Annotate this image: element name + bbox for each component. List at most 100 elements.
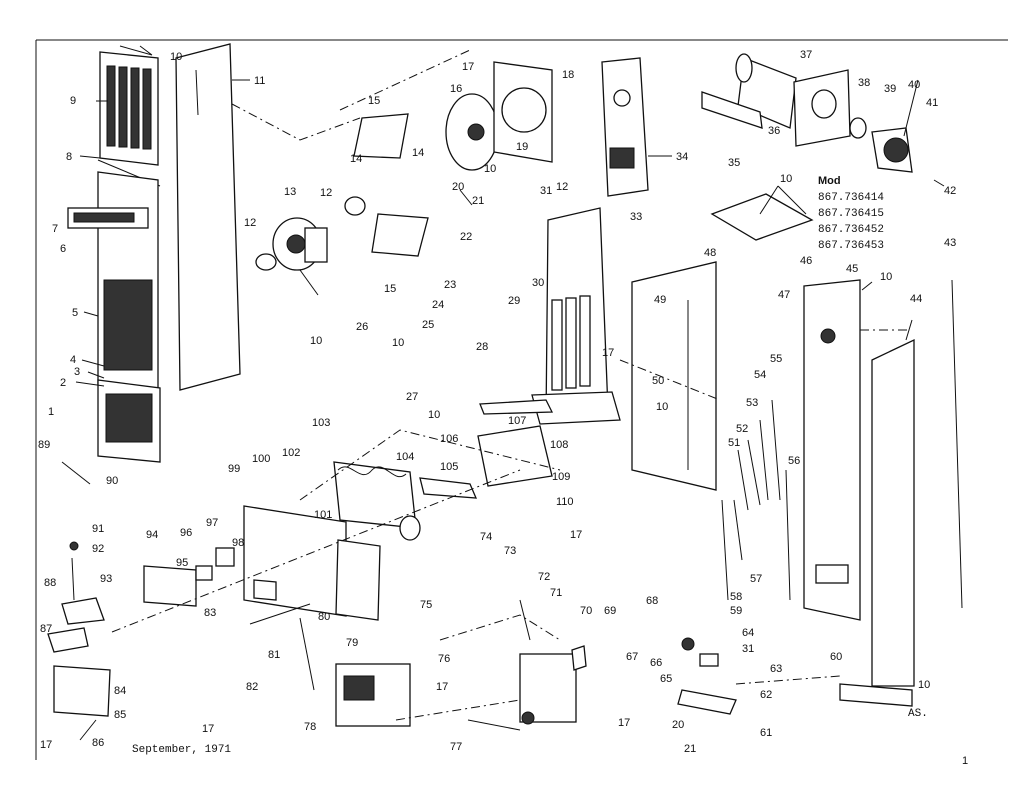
callout: 43 [944,237,956,249]
callout: 10 [880,271,892,283]
callout: 36 [768,125,780,137]
callout: 48 [704,247,716,259]
vent-cap-panel [601,57,649,197]
callout: 64 [742,627,754,639]
callout: 14 [350,153,362,165]
callout: 107 [508,415,526,427]
callout: 84 [114,685,126,697]
callout: 17 [618,717,630,729]
callout: 54 [754,369,766,381]
model-number: 867.736452 [818,224,884,236]
callout: 89 [38,439,50,451]
callout: 63 [770,663,782,675]
callout: 62 [760,689,772,701]
callout: 53 [746,397,758,409]
callout: 88 [44,577,56,589]
callout: 95 [176,557,188,569]
callout: 10 [780,173,792,185]
callout: 11 [254,75,265,87]
callout: 73 [504,545,516,557]
callout: 57 [750,573,762,585]
side-casing [631,261,717,491]
revision-date: September, 1971 [132,744,231,756]
callout: 65 [660,673,672,685]
callout: 10 [170,51,182,63]
model-number: 867.736415 [818,208,884,220]
blower-motor [255,196,366,296]
assembly-lines [111,49,908,721]
callout: 12 [244,217,256,229]
model-number: 867.736453 [818,240,884,252]
burner-box [419,399,554,499]
diagram-code: AS. [908,708,928,720]
callout: 69 [604,605,616,617]
callout: 44 [910,293,922,305]
callout: 83 [204,607,216,619]
callout: 33 [630,211,642,223]
callout-labels: 10 9 8 7 6 5 4 3 2 1 11 15 15 16 17 18 1… [38,49,956,755]
callout: 1 [48,406,54,418]
callout: 78 [304,721,316,733]
callout: 51 [728,437,740,449]
callout: 21 [684,743,696,755]
callout: 21 [472,195,484,207]
page-mark: 1 [962,755,968,767]
callout: 109 [552,471,570,483]
callout: 2 [60,377,66,389]
callout: 74 [480,531,492,543]
callout: 7 [52,223,58,235]
callout: 39 [884,83,896,95]
callout: 10 [310,335,322,347]
callout: 41 [926,97,938,109]
callout: 77 [450,741,462,753]
callout: 92 [92,543,104,555]
callout: 97 [206,517,218,529]
callout: 30 [532,277,544,289]
callout: 86 [92,737,104,749]
callout: 58 [730,591,742,603]
callout: 17 [40,739,52,751]
callout: 75 [420,599,432,611]
callout: 20 [672,719,684,731]
pilot-assembly [47,461,111,717]
callout: 10 [428,409,440,421]
callout: 8 [66,151,72,163]
callout: 37 [800,49,812,61]
callout: 46 [800,255,812,267]
callout: 18 [562,69,574,81]
callout: 105 [440,461,458,473]
callout: 10 [656,401,668,413]
callout: 13 [284,186,296,198]
callout: 100 [252,453,270,465]
callout: 91 [92,523,104,535]
callout: 110 [556,496,574,508]
page-frame [35,39,1008,760]
callout: 87 [40,623,52,635]
callout: 38 [858,77,870,89]
callout: 29 [508,295,520,307]
callout: 16 [450,83,462,95]
callout: 12 [320,187,332,199]
callout: 4 [70,354,76,366]
gas-valve [335,663,411,727]
callout: 82 [246,681,258,693]
callout: 25 [422,319,434,331]
callout: 35 [728,157,740,169]
callout: 28 [476,341,488,353]
callout: 15 [384,283,396,295]
callout: 42 [944,185,956,197]
callout: 23 [444,279,456,291]
callout: 102 [282,447,300,459]
combustion-panel [243,505,381,621]
callout: 50 [652,375,664,387]
callout: 17 [436,681,448,693]
fan-wheel [445,61,553,171]
callout: 45 [846,263,858,275]
vent-extension [701,91,763,129]
leader-lines [75,45,945,741]
callout: 96 [180,527,192,539]
callout: 104 [396,451,414,463]
model-number: 867.736414 [818,192,884,204]
front-panel [67,171,159,393]
